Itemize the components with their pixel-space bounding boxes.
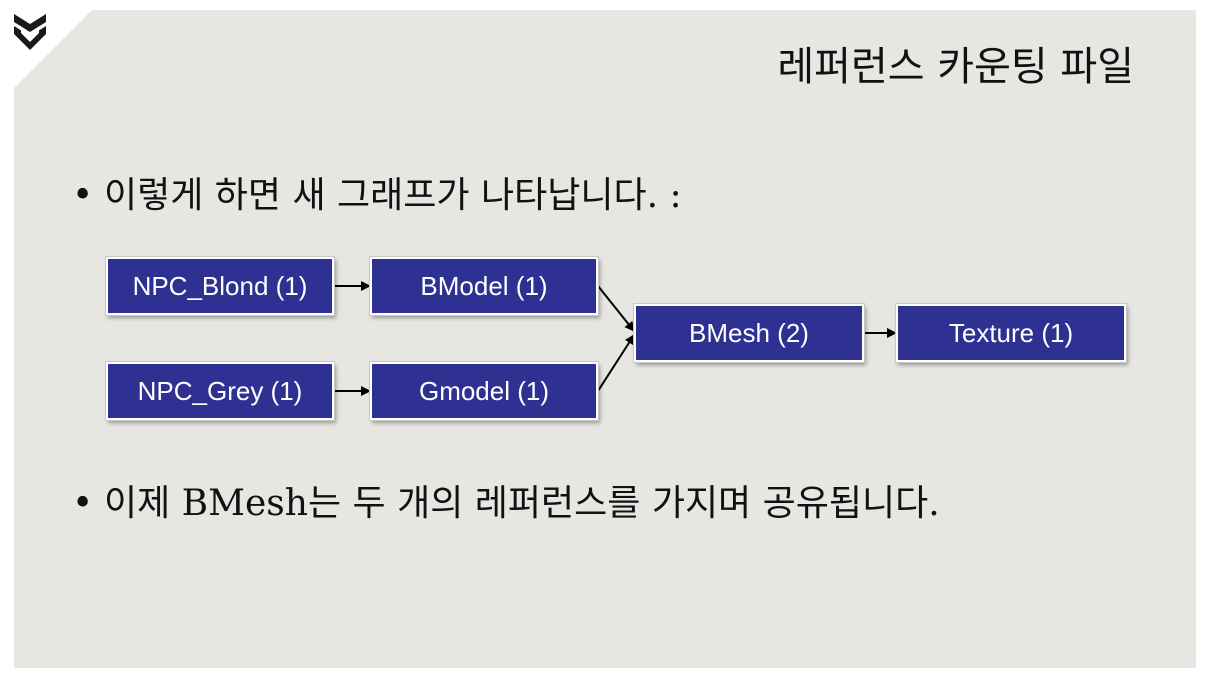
- page-title: 레퍼런스 카운팅 파일: [777, 44, 1134, 90]
- bullet-item: •이렇게 하면 새 그래프가 나타납니다. :: [72, 166, 682, 218]
- node-npc-grey: NPC_Grey (1): [106, 362, 334, 420]
- bullet-text: 이제 BMesh는 두 개의 레퍼런스를 가지며 공유됩니다.: [104, 483, 940, 524]
- bullet-dot: •: [72, 483, 94, 524]
- node-texture: Texture (1): [896, 304, 1126, 362]
- node-gmodel: Gmodel (1): [370, 362, 598, 420]
- bullet-item: •이제 BMesh는 두 개의 레퍼런스를 가지며 공유됩니다.: [72, 474, 940, 526]
- chevron-shield-icon: [14, 14, 46, 50]
- bullet-dot: •: [72, 175, 94, 216]
- node-bmesh: BMesh (2): [634, 304, 864, 362]
- bullet-text: 이렇게 하면 새 그래프가 나타납니다. :: [104, 175, 682, 216]
- node-bmodel: BModel (1): [370, 257, 598, 315]
- node-npc-blond: NPC_Blond (1): [106, 257, 334, 315]
